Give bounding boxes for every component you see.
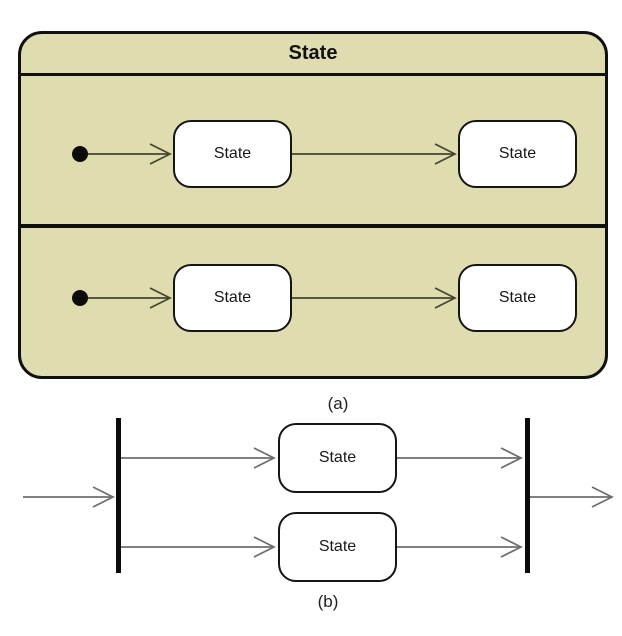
caption-a: (a): [327, 394, 349, 413]
caption-b: (b): [317, 592, 339, 611]
join-bar: [525, 418, 530, 573]
region-divider: [18, 224, 608, 228]
composite-state: State: [18, 31, 608, 379]
state-node-region1-second: State: [458, 120, 577, 188]
state-node-fork-upper: State: [278, 423, 397, 493]
fork-bar: [116, 418, 121, 573]
state-node-fork-lower: State: [278, 512, 397, 582]
state-node-region2-first: State: [173, 264, 292, 332]
composite-state-title: State: [21, 34, 605, 76]
state-node-region2-second: State: [458, 264, 577, 332]
state-node-region1-first: State: [173, 120, 292, 188]
